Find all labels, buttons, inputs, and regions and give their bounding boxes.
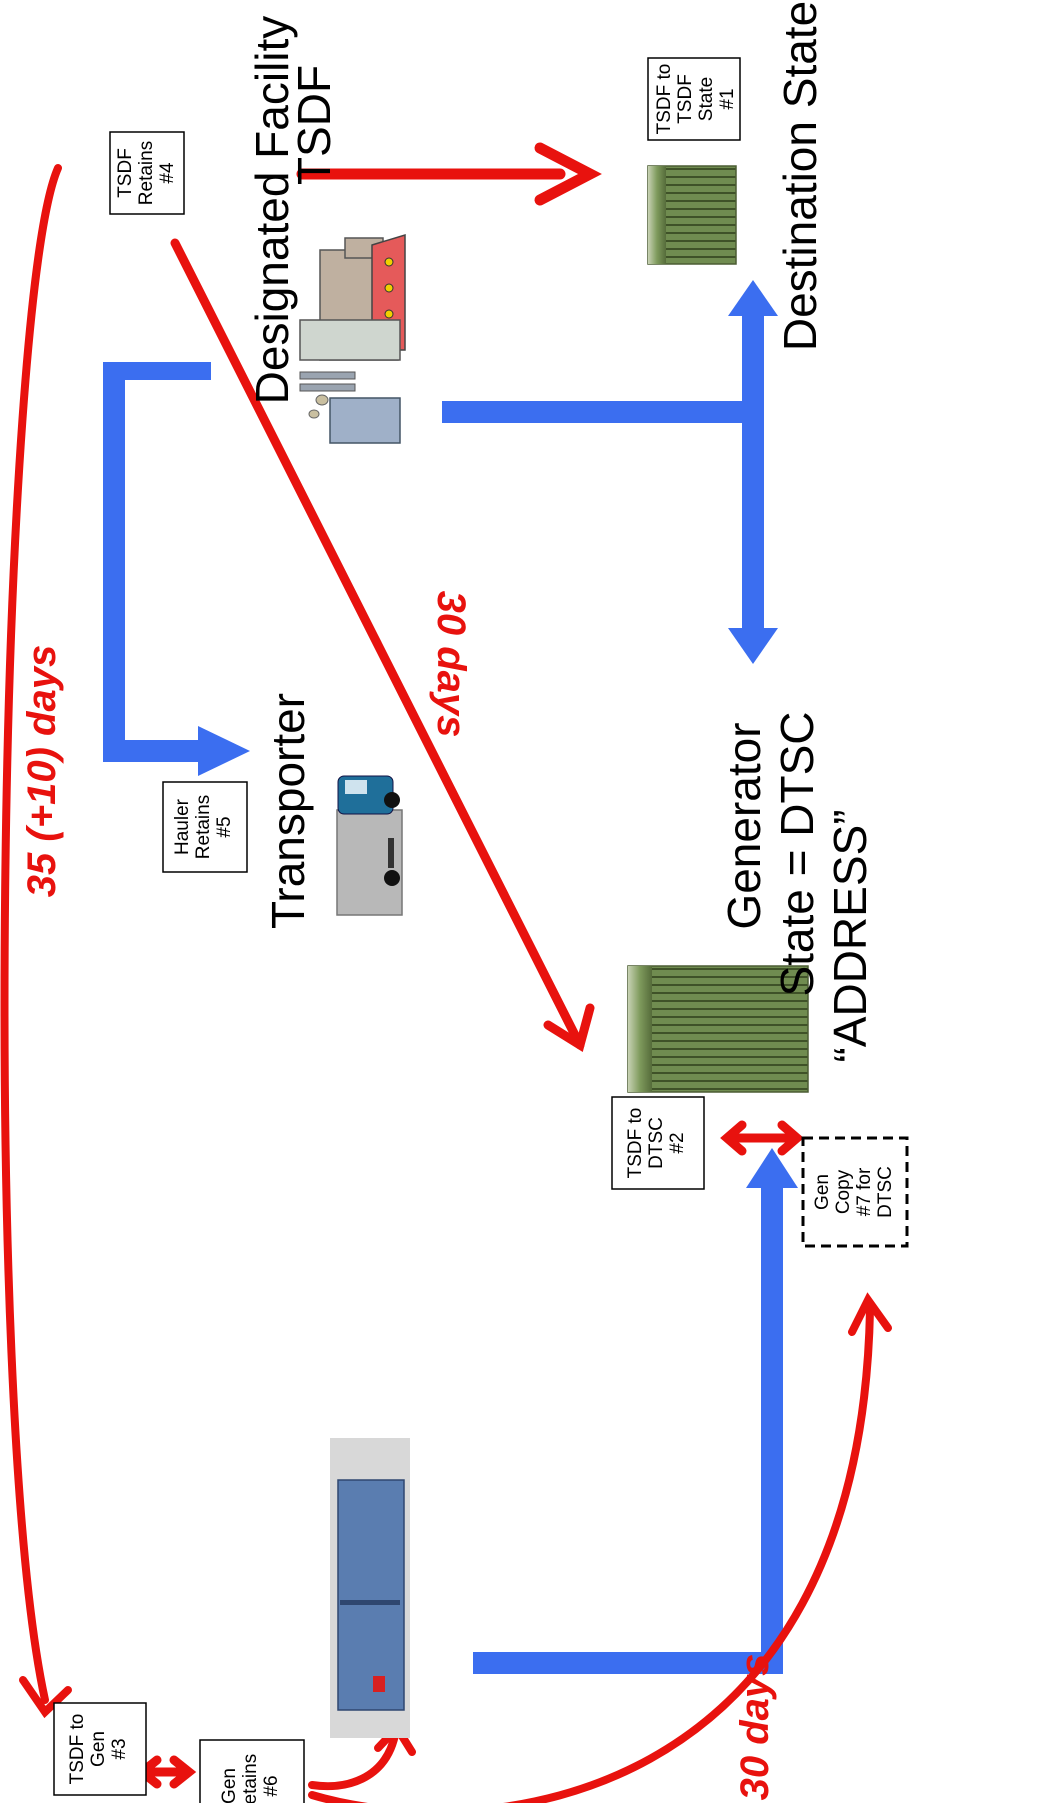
copy-box-tsdf-to-dtsc: TSDF to DTSC #2 <box>612 1097 704 1189</box>
svg-text:TSDF to: TSDF to <box>625 1108 646 1179</box>
destination-state-building-icon <box>648 166 736 264</box>
svg-text:#2: #2 <box>667 1132 688 1153</box>
destination-state-label: Destination State <box>774 1 826 351</box>
svg-text:DTSC: DTSC <box>875 1166 896 1218</box>
days-label-top-loop: 35 (+10) days <box>20 645 64 897</box>
days-label-diagonal: 30 days <box>429 591 473 738</box>
svg-text:State = DTSC: State = DTSC <box>771 711 823 996</box>
svg-text:#6: #6 <box>261 1775 282 1796</box>
copy-box-tsdf-to-gen: TSDF to Gen #3 <box>54 1703 146 1795</box>
svg-text:Generator: Generator <box>718 722 770 929</box>
generator-unit-icon <box>330 1438 410 1738</box>
copy-box-gen-retains: Gen Retains #6 <box>200 1740 304 1803</box>
svg-text:Retains: Retains <box>240 1754 261 1803</box>
svg-text:Retains: Retains <box>193 795 214 859</box>
svg-text:Retains: Retains <box>136 141 157 205</box>
copy-box-hauler-retains: Hauler Retains #5 <box>163 782 247 872</box>
svg-text:30 days: 30 days <box>733 1654 777 1801</box>
factory-icon <box>300 235 405 443</box>
copy-box-gen-copy: Gen Copy #7 for DTSC <box>803 1138 907 1246</box>
svg-text:Transporter: Transporter <box>262 693 314 929</box>
generator-label: Generator <box>718 722 770 929</box>
svg-text:DTSC: DTSC <box>646 1117 667 1169</box>
svg-text:Gen: Gen <box>88 1731 109 1767</box>
svg-text:30 days: 30 days <box>429 591 473 738</box>
svg-text:Gen: Gen <box>219 1768 240 1803</box>
copy-box-tsdf-to-tsdf-state: TSDF to TSDF State #1 <box>648 58 740 140</box>
days-label-bottom: 30 days <box>733 1654 777 1801</box>
svg-text:Hauler: Hauler <box>172 798 193 855</box>
svg-text:Gen: Gen <box>812 1174 833 1210</box>
svg-text:TSDF: TSDF <box>115 148 136 198</box>
svg-text:Destination State: Destination State <box>774 1 826 351</box>
copy-box-tsdf-retains: TSDF Retains #4 <box>110 132 184 214</box>
svg-text:#7 for: #7 for <box>854 1167 875 1216</box>
svg-text:“ADDRESS”: “ADDRESS” <box>824 809 876 1062</box>
transporter-label: Transporter <box>262 693 314 929</box>
tsdf-label: TSDF <box>288 65 340 185</box>
svg-text:#1: #1 <box>717 88 738 109</box>
svg-text:TSDF to: TSDF to <box>654 64 675 135</box>
svg-text:35 (+10) days: 35 (+10) days <box>20 645 64 897</box>
svg-text:TSDF to: TSDF to <box>67 1714 88 1785</box>
address-label: “ADDRESS” <box>824 809 876 1062</box>
svg-text:Copy: Copy <box>833 1169 854 1214</box>
svg-text:#4: #4 <box>157 162 178 184</box>
svg-text:#5: #5 <box>214 816 235 837</box>
svg-text:State: State <box>696 77 717 121</box>
truck-icon <box>337 776 402 915</box>
svg-text:#3: #3 <box>109 1738 130 1759</box>
svg-text:TSDF: TSDF <box>675 74 696 124</box>
generator-state-label: State = DTSC <box>771 711 823 996</box>
svg-text:TSDF: TSDF <box>288 65 340 185</box>
